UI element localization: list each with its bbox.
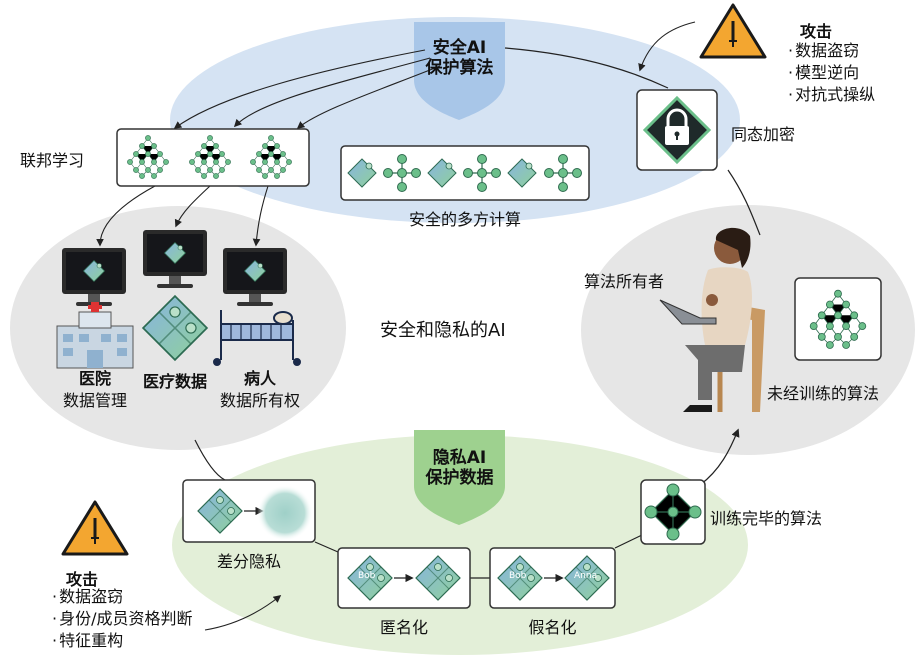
patient-line2: 数据所有权 <box>219 391 300 410</box>
cycle-arc-right <box>727 169 761 236</box>
private-ai-title: 隐私AI 保护数据 <box>414 448 505 488</box>
secure-ai-line1: 安全AI <box>432 38 487 58</box>
private-ai-line2: 保护数据 <box>425 468 494 488</box>
secure-ai-region <box>170 17 740 223</box>
top-attack-arrow <box>638 21 696 72</box>
top-attack-list: 数据盗窃 模型逆向 对抗式操纵 <box>788 40 875 106</box>
hospital-line1: 医院 <box>78 369 111 388</box>
bottom-attack-arrow <box>204 595 282 631</box>
bottom-attack-item: 特征重构 <box>52 630 193 652</box>
hospital-label: 医院 数据管理 <box>40 368 150 412</box>
secure-ai-shield <box>414 22 505 120</box>
smpc-label: 安全的多方计算 <box>408 210 521 229</box>
patient-line1: 病人 <box>243 369 276 388</box>
trained-algorithm-label: 训练完毕的算法 <box>710 509 823 528</box>
hospital-line2: 数据管理 <box>62 391 127 410</box>
cycle-arc-bottom-right <box>699 428 740 486</box>
patient-label: 病人 数据所有权 <box>205 368 315 412</box>
differential-privacy-label: 差分隐私 <box>216 552 281 571</box>
pseudonymization-label: 假名化 <box>528 618 577 637</box>
homomorphic-label: 同态加密 <box>731 125 796 144</box>
blurred-data-icon <box>257 485 313 541</box>
top-attack-title: 攻击 <box>800 22 833 41</box>
bottom-attack-item: 身份/成员资格判断 <box>52 608 192 630</box>
connector-pseudo-trained <box>614 534 643 549</box>
bottom-attack-list: 数据盗窃 身份/成员资格判断 特征重构 <box>52 586 193 652</box>
anonymization-label: 匿名化 <box>379 618 428 637</box>
patient-bed-icon <box>213 310 301 366</box>
top-attack-item: 对抗式操纵 <box>788 84 875 106</box>
algorithm-owner-figure <box>659 227 765 412</box>
federated-to-monitor-arrows <box>96 185 269 247</box>
warning-icon <box>61 500 129 556</box>
lock-icon <box>642 95 712 165</box>
anon-source-name: Bob <box>358 571 376 581</box>
secure-ai-line2: 保护算法 <box>425 58 494 78</box>
connector-dp-anon <box>314 541 339 553</box>
bottom-attack-title: 攻击 <box>66 570 99 589</box>
untrained-algorithm-label: 未经训练的算法 <box>767 384 880 403</box>
federated-learning-label: 联邦学习 <box>20 151 85 170</box>
pseudo-source-name: Bob <box>509 571 527 581</box>
center-title: 安全和隐私的AI <box>380 320 506 341</box>
hospital-icon <box>56 302 134 369</box>
private-ai-line1: 隐私AI <box>432 448 487 468</box>
pseudo-target-name: Anna <box>574 571 598 581</box>
shield-to-federated-arrows <box>173 49 441 129</box>
top-attack-item: 数据盗窃 <box>788 40 875 62</box>
medical-data-label: 医疗数据 <box>142 372 207 391</box>
warning-icon <box>699 3 767 59</box>
algorithm-owner-label: 算法所有者 <box>584 272 665 291</box>
bottom-attack-item: 数据盗窃 <box>52 586 193 608</box>
cycle-arc-top <box>504 47 669 89</box>
secure-ai-title: 安全AI 保护算法 <box>414 38 505 78</box>
trained-network-icon <box>644 483 702 541</box>
private-ai-shield <box>414 430 505 525</box>
cycle-arc-left <box>194 439 226 481</box>
top-attack-item: 模型逆向 <box>788 62 875 84</box>
